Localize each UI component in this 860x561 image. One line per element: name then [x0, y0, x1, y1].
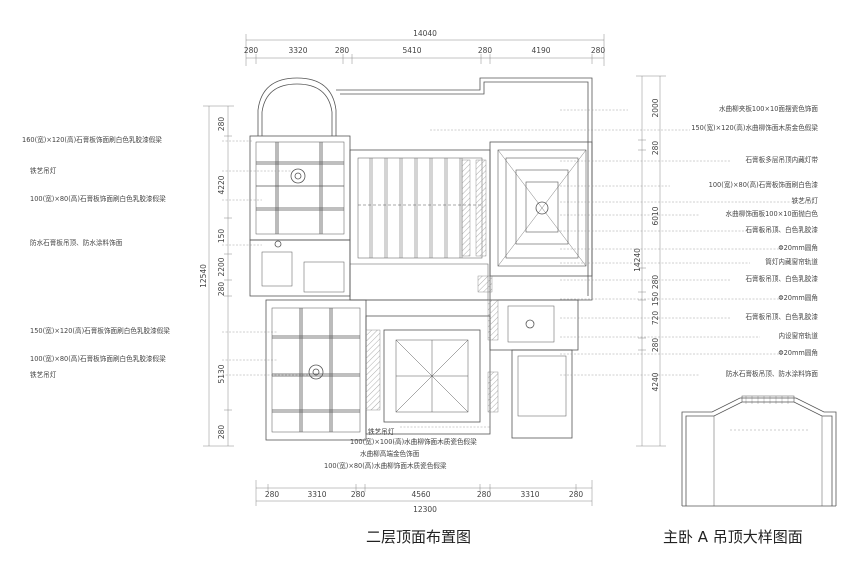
section-detail [681, 395, 837, 507]
annotation-bottom: 水曲柳高端金色饰面 [360, 449, 420, 458]
annotation-bottom: 100(宽)×80(高)水曲柳饰面木质瓷色假梁 [324, 461, 447, 470]
dim-right: 6010 [651, 206, 660, 225]
annotation-right: 石膏板吊顶、白色乳胶漆 [745, 225, 818, 234]
dim-right: 280 [651, 275, 660, 290]
dim-bottom: 4560 [411, 490, 430, 499]
dim-right-total: 14240 [633, 248, 642, 272]
annotation-left: 铁艺吊灯 [30, 370, 57, 379]
dim-left: 5130 [217, 364, 226, 383]
dim-left: 150 [217, 229, 226, 244]
annotation-right: 石膏板吊顶、白色乳胶漆 [745, 312, 818, 321]
dim-left: 4220 [217, 175, 226, 194]
annotation-left: 160(宽)×120(高)石膏板饰面刷白色乳胶漆假梁 [22, 135, 162, 144]
floor-plan-walls [249, 77, 593, 441]
dim-bottom: 280 [569, 490, 584, 499]
annotation-right: 内设窗帘轨道 [778, 331, 818, 340]
annotation-right: 水曲柳夹板100×10面摆瓷色饰面 [719, 104, 818, 113]
dim-bottom: 3310 [307, 490, 326, 499]
annotation-right: 水曲柳饰面板100×10面抛白色 [726, 209, 819, 218]
annotation-right: 石膏板多层吊顶内藏灯带 [745, 155, 818, 164]
dim-bottom: 280 [351, 490, 366, 499]
dim-left: 280 [217, 425, 226, 440]
annotation-left: 铁艺吊灯 [30, 166, 57, 175]
dim-bottom: 3310 [520, 490, 539, 499]
dimension-lines [203, 34, 666, 506]
annotation-right: 150(宽)×120(高)水曲柳饰面木质金色假梁 [691, 123, 818, 132]
annotation-right: 铁艺吊灯 [792, 196, 819, 205]
annotation-left: 150(宽)×120(高)石膏板饰面刷白色乳胶漆假梁 [30, 326, 170, 335]
annotation-right: 筒灯内藏窗帘轨道 [765, 257, 818, 266]
annotation-right: 防水石膏板吊顶、防水涂料饰面 [726, 369, 819, 378]
dim-top: 280 [478, 46, 493, 55]
dim-left: 2200 [217, 257, 226, 276]
dim-top-total: 14040 [413, 29, 437, 38]
dim-top: 4190 [531, 46, 550, 55]
dim-bottom: 280 [265, 490, 280, 499]
annotation-left: 100(宽)×80(高)石膏板饰面刷白色乳胶漆假梁 [30, 354, 166, 363]
annotation-right: Φ20mm圆角 [778, 243, 818, 252]
hatched-columns [365, 159, 499, 413]
left-annotations: 160(宽)×120(高)石膏板饰面刷白色乳胶漆假梁 铁艺吊灯 100(宽)×8… [22, 135, 170, 379]
dim-right: 280 [651, 338, 660, 353]
dim-top: 280 [244, 46, 259, 55]
annotation-left: 100(宽)×80(高)石膏板饰面刷白色乳胶漆假梁 [30, 194, 166, 203]
dim-right: 4240 [651, 372, 660, 391]
annotation-right: Φ20mm圆角 [778, 348, 818, 357]
dim-top: 5410 [402, 46, 421, 55]
annotation-left: 防水石膏板吊顶、防水涂料饰面 [30, 238, 123, 247]
bottom-annotations: 铁艺吊灯 100(宽)×100(高)水曲柳饰面木质瓷色假梁 水曲柳高端金色饰面 … [324, 427, 477, 470]
dim-right: 2000 [651, 98, 660, 117]
right-annotations: 水曲柳夹板100×10面摆瓷色饰面 150(宽)×120(高)水曲柳饰面木质金色… [691, 104, 818, 378]
drawing-title-floor-ceiling: 二层顶面布置图 [366, 528, 472, 546]
annotation-bottom: 铁艺吊灯 [368, 427, 395, 436]
dim-top: 3320 [288, 46, 307, 55]
dim-left: 280 [217, 117, 226, 132]
annotation-right: 石膏板吊顶、白色乳胶漆 [745, 274, 818, 283]
drawing-title-master-bedroom-detail: 主卧 A 吊顶大样图面 [663, 528, 803, 546]
dim-top: 280 [591, 46, 606, 55]
dim-bottom: 280 [477, 490, 492, 499]
annotation-right: Φ20mm圆角 [778, 293, 818, 302]
dim-bottom-total: 12300 [413, 505, 437, 514]
annotation-bottom: 100(宽)×100(高)水曲柳饰面木质瓷色假梁 [350, 437, 477, 446]
leader-lines [222, 109, 800, 443]
dim-right: 280 [651, 141, 660, 156]
dim-top: 280 [335, 46, 350, 55]
annotation-right: 100(宽)×80(高)石膏板饰面刷白色漆 [709, 180, 819, 189]
dim-left: 280 [217, 282, 226, 297]
dim-left-total: 12540 [199, 264, 208, 288]
